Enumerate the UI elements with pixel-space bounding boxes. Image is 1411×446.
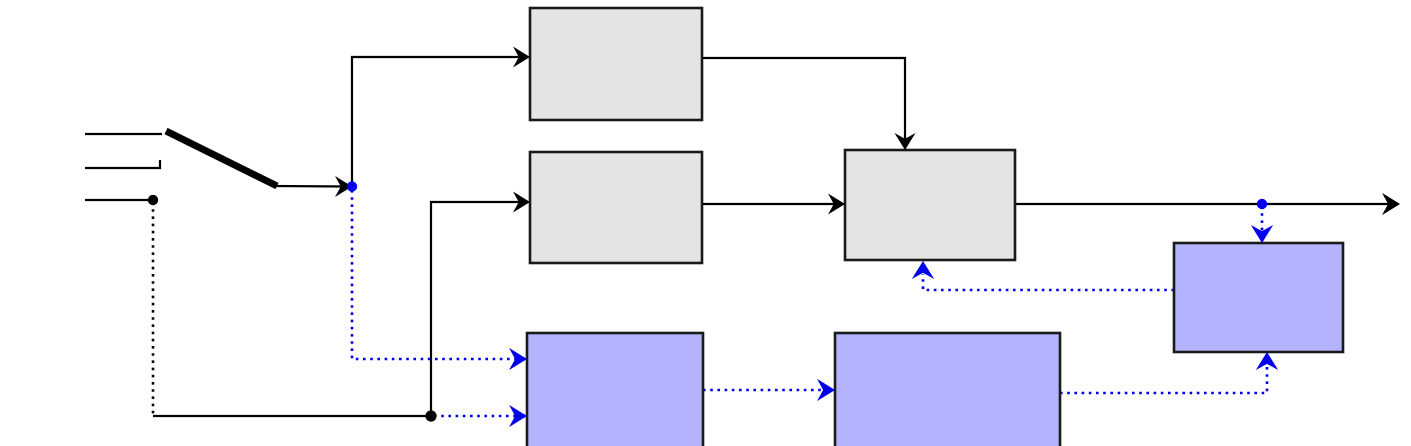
edge-junction-down-to-blue1	[350, 190, 520, 361]
arrow-output-end	[1382, 192, 1400, 216]
arrow-into-blue3-bottom	[1255, 352, 1279, 370]
box-mid-blue[interactable]	[833, 331, 1062, 446]
arrow-into-box3-left	[828, 193, 845, 215]
box-top-gray[interactable]	[528, 6, 704, 122]
box-mid-gray[interactable]	[528, 150, 704, 265]
junction-dots-layer	[147, 181, 1268, 422]
switch-layer[interactable]	[164, 127, 279, 190]
edge-box1-to-box3-top	[702, 56, 907, 142]
arrow-into-junction	[335, 175, 352, 198]
box-left-blue[interactable]	[525, 331, 705, 446]
edge-feedback-up-to-box2	[429, 200, 522, 416]
blocks-layer[interactable]	[525, 6, 1345, 446]
edge-blue3-to-box3-bottom	[921, 274, 1174, 292]
edge-switch-to-junction	[274, 184, 346, 188]
arrow-into-blue1-upper	[509, 347, 527, 371]
arrow-into-blue2	[817, 378, 835, 402]
arrow-into-box2	[513, 191, 530, 213]
edge-junction-up-to-box1	[350, 55, 522, 186]
arrow-into-box3-bottom	[911, 261, 935, 279]
solid-edges-layer	[153, 55, 1392, 418]
switch-blade[interactable]	[164, 127, 279, 190]
terminal-lines-layer	[85, 132, 162, 202]
box-left-blue-rect[interactable]	[525, 331, 705, 446]
arrowheads-layer	[335, 46, 1400, 428]
box-mid-gray-rect[interactable]	[528, 150, 704, 265]
arrow-into-box3-top	[894, 133, 916, 150]
dot-terminal-black	[147, 194, 159, 206]
box-right-gray-rect[interactable]	[843, 148, 1017, 262]
box-right-blue[interactable]	[1172, 241, 1345, 354]
box-right-gray[interactable]	[843, 148, 1017, 262]
dot-output-tap-blue	[1256, 198, 1268, 210]
arrow-into-blue3-top	[1250, 225, 1274, 243]
blue-dotted-edges-layer	[350, 190, 1269, 418]
arrow-into-box1	[513, 46, 530, 68]
box-right-blue-rect[interactable]	[1172, 241, 1345, 354]
box-mid-blue-rect[interactable]	[833, 331, 1062, 446]
box-top-gray-rect[interactable]	[528, 6, 704, 122]
dot-junction-blue	[346, 181, 358, 192]
arrow-into-blue1-lower	[509, 404, 527, 428]
dot-bottom-tap-black	[425, 410, 437, 422]
terminal-line-middle	[85, 160, 162, 170]
